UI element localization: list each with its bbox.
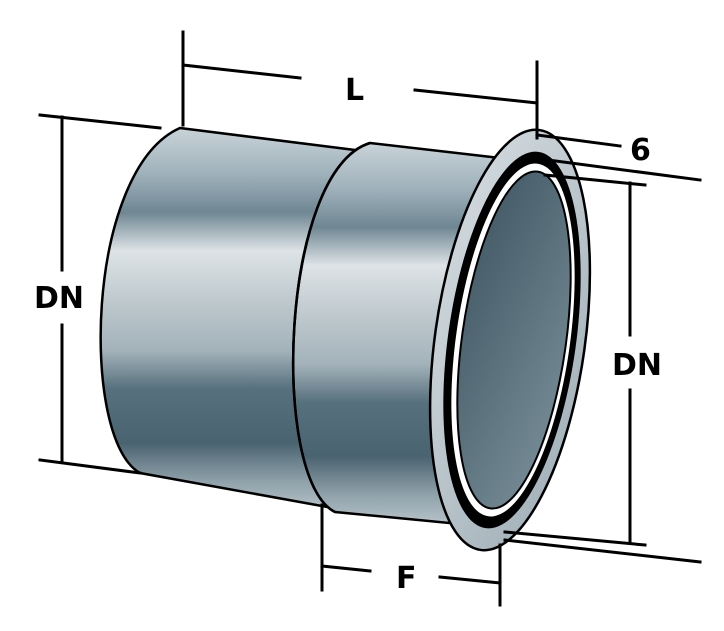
label-dn-right: DN <box>612 348 662 383</box>
dimension-flange-thickness: 6 <box>535 133 702 182</box>
socket-seam <box>291 141 371 514</box>
pipe-body-left <box>99 126 357 514</box>
label-flange-thickness: 6 <box>630 133 651 168</box>
pipe-bore <box>456 170 572 510</box>
dimension-f: F <box>320 503 502 607</box>
dimension-l: L <box>181 30 539 140</box>
dimension-dn-left: DN <box>34 113 162 475</box>
dimension-dn-right: DN <box>503 173 702 564</box>
label-dn-left: DN <box>34 281 84 316</box>
label-f: F <box>396 561 417 596</box>
label-l: L <box>345 73 364 108</box>
